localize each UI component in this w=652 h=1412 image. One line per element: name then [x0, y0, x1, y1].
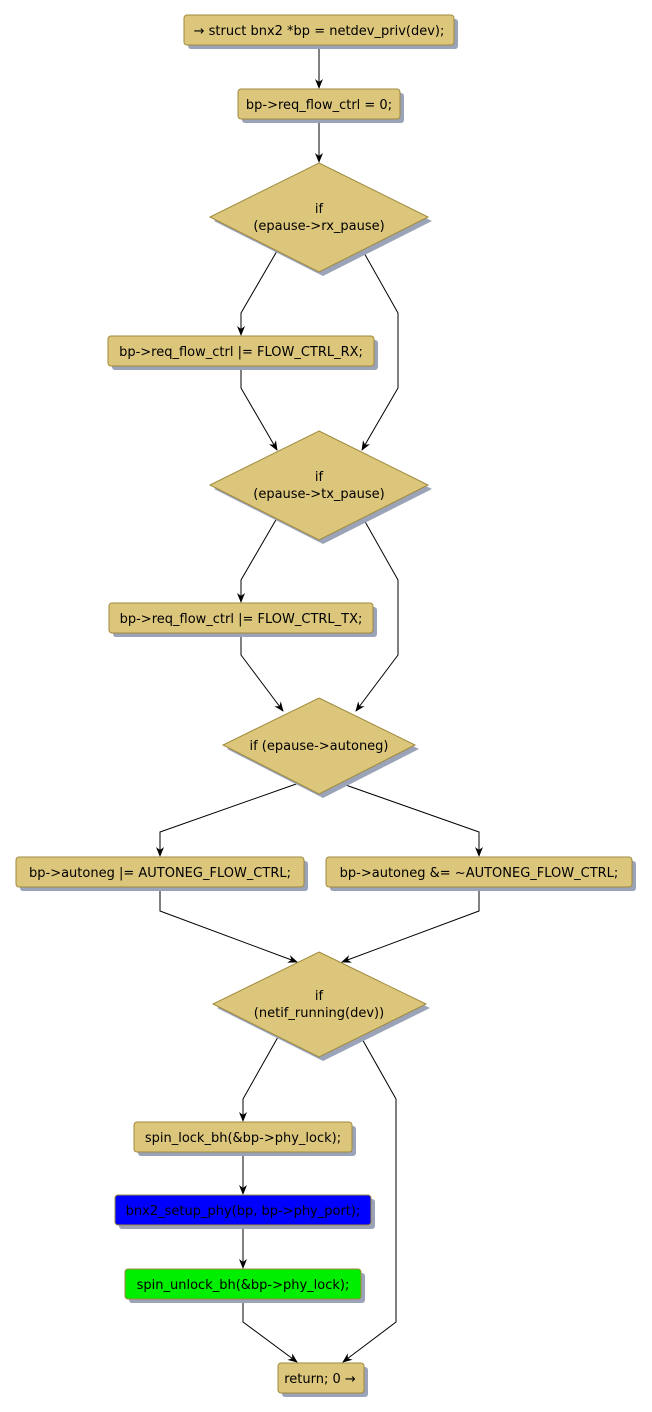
edge-if-tx-to-if-autoneg: [355, 517, 399, 712]
node-if-autoneg-diamond: [221, 697, 417, 795]
node-if-running-diamond: [211, 951, 428, 1058]
node-if-running-label-1: if: [315, 989, 324, 1004]
edge-set-to-if-running: [159, 888, 298, 963]
edges: [156, 46, 483, 1363]
node-if-rx-pause-label-2: (epause->rx_pause): [253, 219, 384, 234]
node-setup-phy: bnx2_setup_phy(bp, bp->phy_port);: [114, 1194, 375, 1229]
node-return: return; 0 →: [277, 1362, 368, 1397]
node-if-tx-pause-label-1: if: [315, 470, 324, 485]
edge-clear-to-if-running: [341, 888, 480, 963]
node-flow-tx: bp->req_flow_ctrl |= FLOW_CTRL_TX;: [108, 602, 377, 637]
node-start-box: [183, 14, 455, 46]
node-spin-lock-label: spin_lock_bh(&bp->phy_lock);: [145, 1131, 341, 1146]
edge-flow-rx-to-if-tx: [240, 367, 278, 451]
node-flow-rx-box: [107, 335, 375, 367]
node-if-running: if (netif_running(dev)): [211, 951, 430, 1061]
node-if-rx-pause-label-1: if: [315, 202, 324, 217]
node-start: → struct bnx2 *bp = netdev_priv(dev);: [183, 14, 458, 49]
node-if-tx-pause-diamond: [208, 430, 430, 541]
node-if-rx-pause: if (epause->rx_pause): [208, 162, 432, 276]
node-autoneg-set-box: [15, 856, 305, 888]
node-spin-unlock-label: spin_unlock_bh(&bp->phy_lock);: [137, 1278, 350, 1293]
node-init-flow-label: bp->req_flow_ctrl = 0;: [246, 98, 392, 113]
node-flow-rx-label: bp->req_flow_ctrl |= FLOW_CTRL_RX;: [119, 345, 363, 360]
node-if-tx-pause: if (epause->tx_pause): [208, 430, 432, 544]
node-autoneg-set: bp->autoneg |= AUTONEG_FLOW_CTRL;: [15, 856, 308, 891]
edge-if-rx-to-flow-rx: [237, 250, 278, 336]
node-autoneg-clear-label: bp->autoneg &= ~AUTONEG_FLOW_CTRL;: [340, 866, 619, 881]
node-spin-lock: spin_lock_bh(&bp->phy_lock);: [133, 1121, 356, 1156]
node-autoneg-clear-box: [325, 856, 633, 888]
node-setup-phy-box: [114, 1194, 372, 1226]
node-spin-lock-box: [133, 1121, 353, 1153]
node-flow-tx-box: [108, 602, 374, 634]
node-init-flow: bp->req_flow_ctrl = 0;: [237, 88, 404, 123]
node-setup-phy-label: bnx2_setup_phy(bp, bp->phy_port);: [126, 1204, 361, 1219]
node-flow-rx: bp->req_flow_ctrl |= FLOW_CTRL_RX;: [107, 335, 378, 370]
node-if-tx-pause-label-2: (epause->tx_pause): [253, 487, 384, 502]
node-init-flow-box: [237, 88, 401, 120]
node-return-label: return; 0 →: [284, 1372, 356, 1387]
node-if-autoneg-label: if (epause->autoneg): [249, 739, 388, 754]
node-return-box: [277, 1362, 365, 1394]
edge-spin-unlock-to-return: [242, 1300, 298, 1363]
edge-if-running-to-spin-lock: [239, 1036, 279, 1122]
node-spin-unlock: spin_unlock_bh(&bp->phy_lock);: [124, 1268, 365, 1303]
node-start-label: → struct bnx2 *bp = netdev_priv(dev);: [194, 24, 445, 39]
edge-if-autoneg-to-clear: [339, 782, 483, 857]
node-flow-tx-label: bp->req_flow_ctrl |= FLOW_CTRL_TX;: [120, 612, 363, 627]
node-spin-unlock-box: [124, 1268, 362, 1300]
node-if-running-label-2: (netif_running(dev)): [254, 1006, 384, 1021]
node-autoneg-clear: bp->autoneg &= ~AUTONEG_FLOW_CTRL;: [325, 856, 636, 891]
edge-if-autoneg-to-set: [156, 782, 300, 857]
edge-if-tx-to-flow-tx: [237, 517, 278, 603]
edge-if-rx-to-if-tx: [361, 250, 399, 451]
edge-flow-tx-to-if-autoneg: [240, 634, 284, 712]
node-if-rx-pause-diamond: [208, 162, 430, 273]
edge-if-running-to-return: [342, 1036, 397, 1363]
node-if-autoneg: if (epause->autoneg): [221, 697, 419, 798]
node-autoneg-set-label: bp->autoneg |= AUTONEG_FLOW_CTRL;: [29, 866, 291, 881]
